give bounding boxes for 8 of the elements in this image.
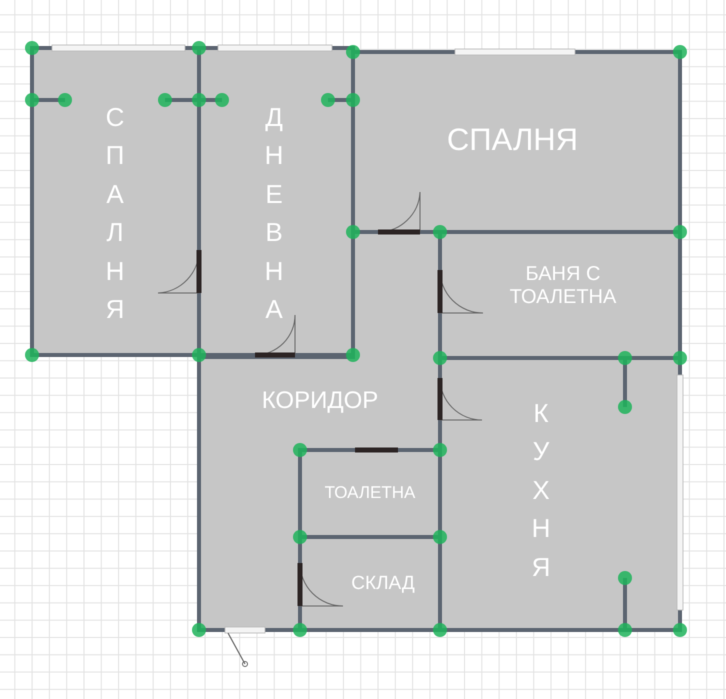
room-label: ТОАЛЕТНА	[324, 483, 416, 503]
room-label: ДНЕВНА	[264, 101, 284, 326]
room-label: БАНЯ С ТОАЛЕТНА	[508, 263, 618, 309]
room-label: СКЛАД	[350, 573, 416, 595]
room-label: СПАЛНЯ	[104, 101, 126, 326]
room-label: КОРИДОР	[260, 387, 380, 415]
room-label: КУХНЯ	[530, 397, 552, 584]
room-label: СПАЛНЯ	[446, 122, 580, 158]
